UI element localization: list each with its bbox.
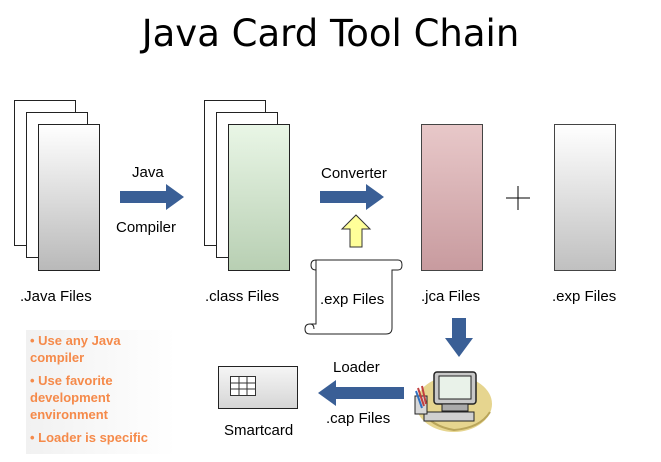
down-arrow-icon — [445, 318, 473, 357]
converter-label: Converter — [321, 165, 387, 182]
chip-icon — [230, 376, 256, 396]
compiler-arrow-icon — [120, 184, 184, 210]
plus-icon — [506, 186, 530, 210]
computer-icon — [414, 371, 492, 432]
java-files-label: .Java Files — [20, 288, 92, 305]
note-item: • Use any Java compiler — [30, 333, 121, 365]
loader-arrow-icon — [318, 380, 404, 406]
compiler-label-top: Java — [132, 164, 164, 181]
loader-label: Loader — [333, 359, 380, 376]
jca-file-card — [421, 124, 483, 271]
converter-arrow-icon — [320, 184, 384, 210]
class-files-label: .class Files — [205, 288, 280, 305]
java-file-card-front — [38, 124, 100, 271]
jca-files-label: .jca Files — [421, 288, 481, 305]
cap-files-label: .cap Files — [326, 410, 391, 427]
class-file-card-front — [228, 124, 290, 271]
slide-title: Java Card Tool Chain — [141, 12, 520, 55]
exp-file-card — [554, 124, 616, 271]
exp-files-label: .exp Files — [552, 288, 617, 305]
note-item: • Loader is specific — [30, 430, 148, 445]
exp-scroll-icon — [304, 259, 403, 335]
note-item: • Use favorite development environment — [30, 373, 113, 422]
converter-input-arrow-icon — [340, 214, 372, 248]
smartcard-label: Smartcard — [224, 422, 294, 439]
compiler-label-bottom: Compiler — [116, 219, 177, 236]
exp-scroll-label: .exp Files — [320, 291, 385, 308]
notes-box: • Use any Java compiler • Use favorite d… — [26, 330, 176, 454]
